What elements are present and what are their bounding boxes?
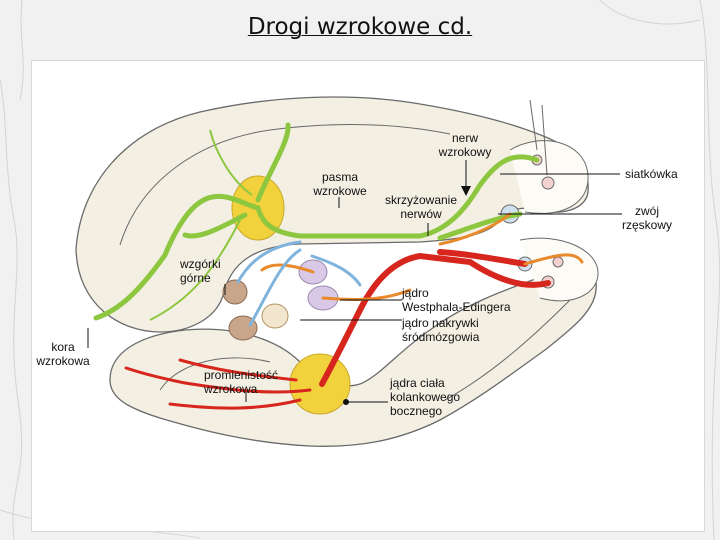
label-pasma-wzrokowe: pasma wzrokowe — [313, 170, 367, 198]
label-nerw-wzrokowy: nerw wzrokowy — [438, 131, 492, 159]
label-jadro-nakrywki: jądro nakrywki śródmózgowia — [402, 316, 480, 344]
label-promienistosc-wzrokowa: promienistość wzrokowa — [204, 368, 279, 396]
label-zwoj-rzeskowy: zwój rzęskowy — [621, 204, 672, 232]
label-jadra-ciala-kolankowego: jądra ciała kolankowego bocznego — [390, 376, 461, 418]
label-siatkowka: siatkówka — [625, 167, 678, 181]
label-jadro-westphala-edingera: jądro Westphala-Edingera — [402, 286, 511, 314]
blue-pathway — [236, 240, 362, 327]
orange-pathway — [260, 212, 584, 302]
label-wzgorki-gorne: wzgórki górne — [180, 257, 221, 285]
label-kora-wzrokowa: kora wzrokowa — [36, 340, 90, 368]
slide-title: Drogi wzrokowe cd. — [247, 14, 473, 40]
label-skrzyzowanie-nerwow: skrzyżowanie nerwów — [384, 193, 458, 221]
green-pathway — [93, 122, 540, 321]
leader-lines — [87, 160, 622, 403]
red-pathway — [319, 249, 551, 387]
